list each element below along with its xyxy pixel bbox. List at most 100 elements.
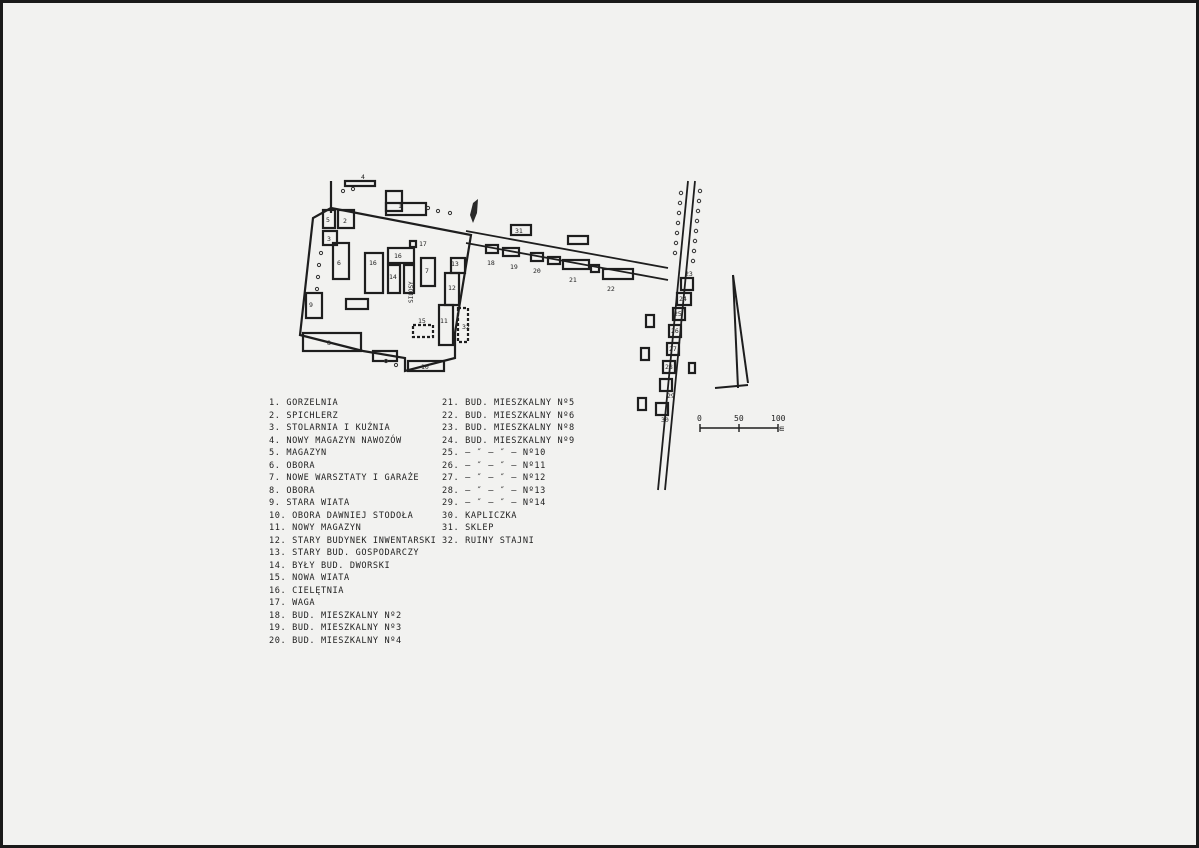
legend-item: 5. MAGAZYN — [269, 448, 327, 458]
label-5: 5 — [326, 216, 330, 224]
house-23 — [679, 276, 695, 292]
label-15: 15 — [418, 317, 426, 325]
legend-item: 31. SKLEP — [442, 523, 494, 533]
label-12: 12 — [448, 284, 456, 292]
house-28 — [661, 359, 677, 375]
legend-item: 20. BUD. MIESZKALNY Nº4 — [269, 635, 402, 646]
tree-row-yard — [314, 186, 453, 368]
building-1 — [384, 189, 404, 213]
house-30 — [654, 401, 670, 417]
legend-item: 7. NOWE WARSZTATY I GARAŻE — [269, 473, 420, 483]
label-27: 27 — [669, 345, 677, 353]
legend-item: 30. KAPLICZKA — [442, 510, 518, 521]
estate-site-plan: 0 50 100 m 1 2 3 4 5 6 7 8 9 10 11 12 13… — [298, 173, 786, 491]
label-1: 1 — [398, 202, 402, 210]
legend-item: 28. – ″ – ″ – Nº13 — [442, 485, 546, 496]
label-26: 26 — [671, 327, 679, 335]
house-20b — [546, 255, 562, 266]
scale-tick-50: 50 — [734, 414, 744, 423]
label-31: 31 — [515, 227, 523, 235]
legend-item: 2. SPICHLERZ — [269, 410, 339, 421]
label-16a: 16 — [369, 259, 377, 267]
legend-item: 12. STARY BUDYNEK INWENTARSKI — [269, 535, 437, 546]
label-2: 2 — [343, 217, 347, 225]
legend-item: 4. NOWY MAGAZYN NAWOZÓW — [269, 435, 402, 446]
building-11 — [437, 303, 455, 347]
label-14: 14 — [389, 273, 397, 281]
legend-item: 26. – ″ – ″ – Nº11 — [442, 460, 546, 471]
label-20: 20 — [533, 267, 541, 275]
scale-tick-0: 0 — [697, 414, 702, 423]
legend-item: 25. – ″ – ″ – Nº10 — [442, 448, 546, 458]
label-29: 29 — [667, 392, 675, 400]
legend-item: 19. BUD. MIESZKALNY Nº3 — [269, 623, 402, 633]
house-24 — [675, 291, 693, 307]
legend-item: 15. NOWA WIATA — [269, 573, 350, 583]
house-21 — [561, 258, 591, 271]
legend-item: 10. OBORA DAWNIEJ STODOŁA — [269, 510, 414, 521]
outbuilding-4 — [687, 361, 697, 375]
house-27 — [665, 341, 681, 357]
house-22 — [601, 267, 635, 281]
label-8: 8 — [327, 339, 331, 347]
label-13: 13 — [451, 260, 459, 268]
building-32 — [456, 306, 470, 344]
building-9 — [304, 291, 324, 320]
building-ruin — [566, 234, 590, 246]
legend-item: 13. STARY BUD. GOSPODARCZY — [269, 548, 420, 558]
label-22: 22 — [607, 285, 615, 293]
label-21: 21 — [569, 276, 577, 284]
building-2 — [336, 208, 356, 230]
legend-item: 14. BYŁY BUD. DWORSKI — [269, 560, 391, 571]
road-vertical-left — [657, 180, 689, 491]
silosy-vertical-label: SILOSY — [408, 281, 415, 303]
building-14 — [386, 263, 402, 295]
building-6 — [331, 241, 351, 281]
legend-column-1: 1. GORZELNIA 2. SPICHLERZ 3. STOLARNIA I… — [269, 397, 436, 647]
building-31 — [509, 223, 533, 237]
legend-item: 21. BUD. MIESZKALNY Nº5 — [442, 398, 575, 408]
label-25: 25 — [674, 310, 682, 318]
building-small-7 — [344, 297, 370, 311]
legend-item: 24. BUD. MIESZKALNY Nº9 — [442, 435, 575, 446]
legend-column-2: 21. BUD. MIESZKALNY Nº5 22. BUD. MIESZKA… — [442, 397, 575, 547]
label-19: 19 — [510, 263, 518, 271]
legend-item: 8. OBORA — [269, 485, 316, 496]
label-4: 4 — [361, 173, 365, 181]
house-20 — [529, 251, 545, 263]
tree-row-right — [690, 188, 703, 264]
label-11: 11 — [440, 317, 448, 325]
legend-item: 23. BUD. MIESZKALNY Nº8 — [442, 423, 575, 433]
pond-shape — [470, 199, 478, 223]
label-24: 24 — [679, 295, 687, 303]
scale-bar — [699, 424, 779, 432]
tree-row-left — [672, 190, 684, 256]
building-silos — [402, 263, 416, 295]
legend-item: 22. BUD. MIESZKALNY Nº6 — [442, 410, 575, 421]
outbuilding-3 — [636, 396, 648, 412]
building-8 — [301, 331, 363, 353]
legend-item: 6. OBORA — [269, 460, 316, 471]
building-17 — [408, 239, 418, 249]
farmyard-wall — [298, 206, 473, 373]
building-7 — [419, 256, 437, 288]
house-21b — [589, 263, 601, 274]
scale-unit: m — [777, 426, 786, 431]
house-25 — [671, 306, 687, 322]
label-28: 28 — [665, 363, 673, 371]
label-10: 10 — [421, 363, 429, 371]
label-30: 30 — [661, 416, 669, 424]
house-19 — [501, 246, 521, 258]
building-5 — [321, 208, 337, 230]
label-18: 18 — [487, 259, 495, 267]
label-16b: 16 — [394, 252, 402, 260]
road-upper-edge — [465, 230, 669, 269]
legend-item: 11. NOWY MAGAZYN — [269, 523, 362, 533]
house-29 — [658, 377, 674, 393]
label-3: 3 — [327, 235, 331, 243]
legend-item: 3. STOLARNIA I KUŹNIA — [269, 423, 391, 433]
building-10 — [406, 359, 446, 373]
legend-item: 32. RUINY STAJNI — [442, 535, 535, 546]
road-lower-edge — [465, 242, 669, 281]
label-6: 6 — [337, 259, 341, 267]
